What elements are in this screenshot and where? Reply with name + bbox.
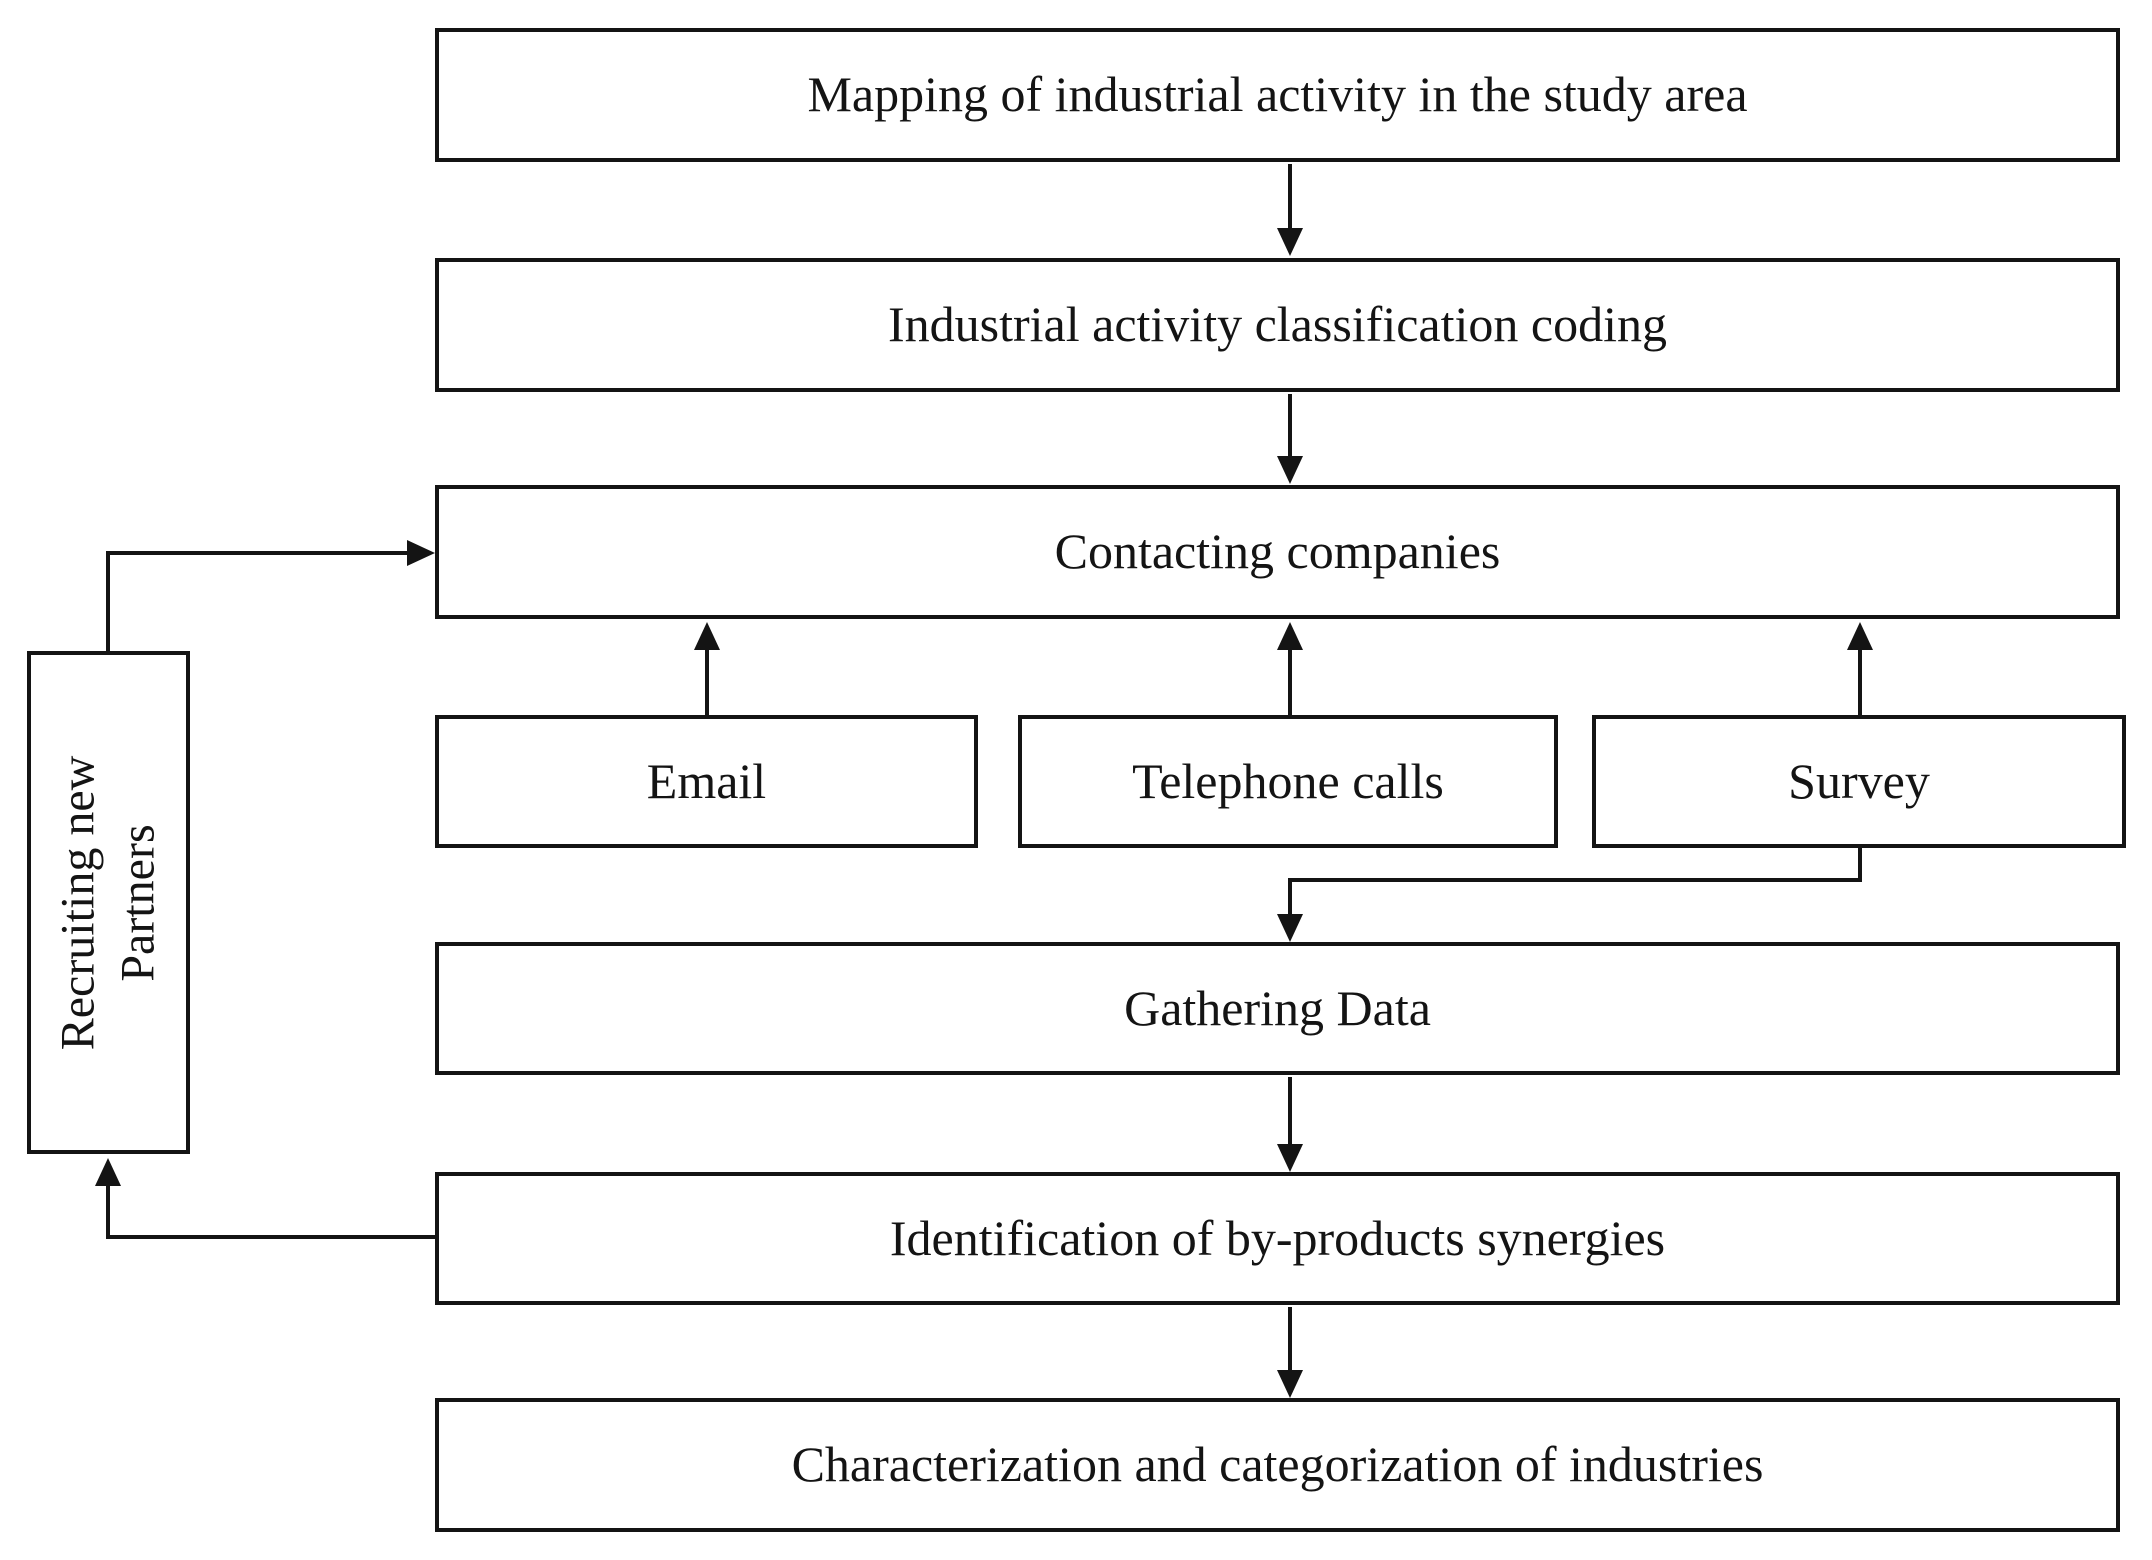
edge-recruiting-to-contacting-stem-line [106, 551, 110, 651]
node-classification-coding-label: Industrial activity classification codin… [888, 296, 1667, 353]
edge-gathering-to-identification-arrowhead [1277, 1144, 1303, 1172]
edge-telephone-to-contacting-arrowhead [1277, 622, 1303, 650]
edge-survey-to-contacting-arrowhead [1847, 622, 1873, 650]
node-gathering-data: Gathering Data [435, 942, 2120, 1075]
edge-telephone-to-contacting-line [1288, 650, 1292, 715]
node-survey-label: Survey [1788, 752, 1930, 809]
edge-survey-to-gathering-drop-line [1858, 848, 1862, 882]
edge-identification-to-recruiting-stem-line [106, 1186, 110, 1239]
edge-classification-to-contacting-line [1288, 394, 1292, 456]
edge-identification-to-recruiting-horizontal-line [106, 1235, 435, 1239]
edge-classification-to-contacting-arrowhead [1277, 456, 1303, 484]
recruiting-label-line-2: Partners [111, 823, 165, 982]
edge-mapping-to-classification-line [1288, 164, 1292, 228]
node-identification-synergies-label: Identification of by-products synergies [889, 1209, 1666, 1266]
edge-mapping-to-classification-arrowhead [1277, 228, 1303, 256]
edge-recruiting-to-contacting-horizontal-line [106, 551, 407, 555]
node-gathering-data-label: Gathering Data [1124, 979, 1431, 1036]
node-contacting-companies-label: Contacting companies [1054, 523, 1501, 580]
node-mapping: Mapping of industrial activity in the st… [435, 28, 2120, 162]
node-classification-coding: Industrial activity classification codin… [435, 258, 2120, 392]
edge-recruiting-to-contacting-arrowhead [407, 540, 435, 566]
node-email: Email [435, 715, 978, 848]
edge-survey-to-gathering-stem-line [1288, 878, 1292, 916]
node-recruiting-partners-label: Recruiting new Partners [49, 755, 169, 1050]
node-characterization: Characterization and categorization of i… [435, 1398, 2120, 1532]
edge-identification-to-recruiting-arrowhead [95, 1158, 121, 1186]
node-telephone-calls: Telephone calls [1018, 715, 1558, 848]
edge-gathering-to-identification-line [1288, 1077, 1292, 1144]
edge-survey-to-gathering-horizontal-line [1288, 878, 1862, 882]
node-telephone-calls-label: Telephone calls [1132, 752, 1444, 809]
recruiting-label-line-1: Recruiting new [51, 755, 105, 1050]
node-contacting-companies: Contacting companies [435, 485, 2120, 619]
node-characterization-label: Characterization and categorization of i… [791, 1436, 1764, 1493]
edge-survey-to-contacting-line [1858, 650, 1862, 715]
node-identification-synergies: Identification of by-products synergies [435, 1172, 2120, 1305]
node-recruiting-partners: Recruiting new Partners [27, 651, 190, 1154]
node-mapping-label: Mapping of industrial activity in the st… [807, 66, 1748, 123]
edge-survey-to-gathering-arrowhead [1277, 914, 1303, 942]
node-email-label: Email [646, 752, 767, 809]
edge-identification-to-characterization-arrowhead [1277, 1370, 1303, 1398]
edge-identification-to-characterization-line [1288, 1307, 1292, 1370]
node-survey: Survey [1592, 715, 2126, 848]
edge-email-to-contacting-arrowhead [694, 622, 720, 650]
edge-email-to-contacting-line [705, 650, 709, 715]
